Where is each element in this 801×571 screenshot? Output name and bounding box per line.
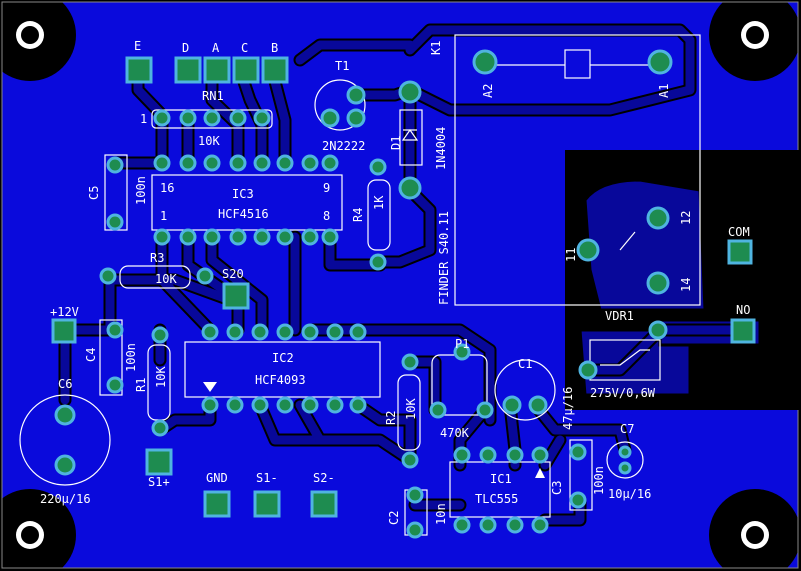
label-d1-value: 1N4004 <box>434 127 448 170</box>
label-a2: A2 <box>481 84 495 98</box>
label-s1-plus: S1+ <box>148 475 170 489</box>
label-t1: T1 <box>335 59 349 73</box>
label-t1-value: 2N2222 <box>322 139 365 153</box>
label-c1-value: 47μ/16 <box>561 387 575 430</box>
label-c5-value: 100n <box>134 176 148 205</box>
label-c4-value: 100n <box>124 343 138 372</box>
silkscreen <box>19 34 701 536</box>
label-c7: C7 <box>620 422 634 436</box>
label-ic3-pin16: 16 <box>160 181 174 195</box>
label-c1: C1 <box>518 357 532 371</box>
label-ic2: IC2 <box>272 351 294 365</box>
label-r1: R1 <box>134 378 148 392</box>
traces-fill <box>60 25 750 525</box>
label-c6: C6 <box>58 377 72 391</box>
label-ic3-pin1: 1 <box>160 209 167 223</box>
label-s1-minus: S1- <box>256 471 278 485</box>
ic1-orientation-marker <box>535 468 545 478</box>
label-r4: R4 <box>351 208 365 222</box>
label-r2-value: 10K <box>404 398 418 420</box>
label-c3: C3 <box>550 481 564 495</box>
silkscreen-labels: E D A C B RN1 1 10K T1 2N2222 K1 A2 A1 D… <box>40 39 750 525</box>
label-vdr1-value: 275V/0,6W <box>590 386 656 400</box>
label-d: D <box>182 41 189 55</box>
label-ic3: IC3 <box>232 187 254 201</box>
label-a1: A1 <box>657 84 671 98</box>
label-r2: R2 <box>384 411 398 425</box>
label-com: COM <box>728 225 750 239</box>
label-relay-12: 12 <box>679 211 693 225</box>
label-c7-value: 10μ/16 <box>608 487 651 501</box>
label-relay-14: 14 <box>679 278 693 292</box>
ic2-orientation-marker <box>203 382 217 392</box>
label-c5: C5 <box>87 186 101 200</box>
label-c: C <box>241 41 248 55</box>
diode-symbol <box>401 128 419 141</box>
label-relay-11: 11 <box>564 248 578 262</box>
label-gnd: GND <box>206 471 228 485</box>
pads <box>51 49 756 539</box>
label-12v: +12V <box>50 305 79 319</box>
hv-copper <box>583 178 707 312</box>
label-c2: C2 <box>387 511 401 525</box>
label-vdr1: VDR1 <box>605 309 634 323</box>
label-ic3-pin8: 8 <box>323 209 330 223</box>
label-ic3-value: HCF4516 <box>218 207 269 221</box>
label-a: A <box>212 41 220 55</box>
label-e: E <box>134 39 141 53</box>
label-no: NO <box>736 303 750 317</box>
label-s2-minus: S2- <box>313 471 335 485</box>
label-finder: FINDER S40.11 <box>437 211 451 305</box>
label-rn1-value: 10K <box>198 134 220 148</box>
label-ic1-value: TLC555 <box>475 492 518 506</box>
label-d1: D1 <box>389 136 403 150</box>
label-b: B <box>271 41 278 55</box>
label-r3-value: 10K <box>155 272 177 286</box>
label-ic2-value: HCF4093 <box>255 373 306 387</box>
label-rn1-pin: 1 <box>140 112 147 126</box>
label-p1-value: 470K <box>440 426 470 440</box>
label-c3-value: 100n <box>592 466 606 495</box>
label-ic3-pin9: 9 <box>323 181 330 195</box>
label-c6-value: 220μ/16 <box>40 492 91 506</box>
label-c2-value: 10n <box>434 503 448 525</box>
label-s20: S20 <box>222 267 244 281</box>
label-c4: C4 <box>84 348 98 362</box>
label-r4-value: 1K <box>372 195 386 210</box>
label-rn1: RN1 <box>202 89 224 103</box>
label-ic1: IC1 <box>490 472 512 486</box>
label-p1: P1 <box>455 337 469 351</box>
label-r1-value: 10K <box>154 366 168 388</box>
label-k1: K1 <box>429 41 443 55</box>
label-r3: R3 <box>150 251 164 265</box>
